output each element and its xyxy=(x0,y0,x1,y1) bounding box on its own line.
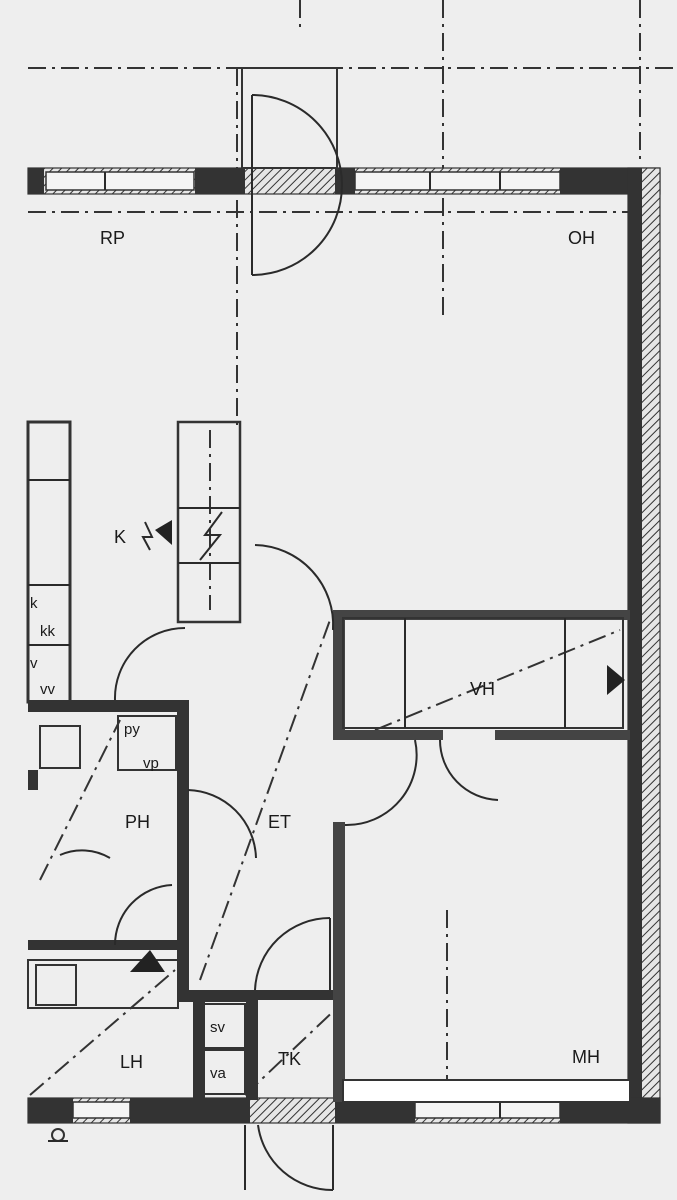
label-et: ET xyxy=(268,812,291,832)
label-va: va xyxy=(210,1065,227,1082)
label-vh: VH xyxy=(470,679,495,699)
label-lh: LH xyxy=(120,1052,143,1072)
label-kk: kk xyxy=(40,623,56,640)
label-py: py xyxy=(124,721,140,738)
label-k-small: k xyxy=(30,595,38,612)
fixture-labels: k kk v vv py vp sv va xyxy=(30,595,227,1082)
label-vp: vp xyxy=(143,755,159,772)
label-sv: sv xyxy=(210,1019,226,1036)
label-rp: RP xyxy=(100,228,125,248)
grid-lines xyxy=(28,0,677,1096)
label-k: K xyxy=(114,527,126,547)
label-tk: TK xyxy=(278,1049,301,1069)
label-v-small: v xyxy=(30,655,38,672)
interior-walls xyxy=(26,420,631,1103)
room-labels: RP OH K VH PH ET LH TK MH xyxy=(100,228,600,1072)
fixtures xyxy=(27,511,625,1142)
label-ph: PH xyxy=(125,812,150,832)
label-mh: MH xyxy=(572,1047,600,1067)
door-swings xyxy=(59,67,499,1192)
label-oh: OH xyxy=(568,228,595,248)
label-vv: vv xyxy=(40,681,56,698)
